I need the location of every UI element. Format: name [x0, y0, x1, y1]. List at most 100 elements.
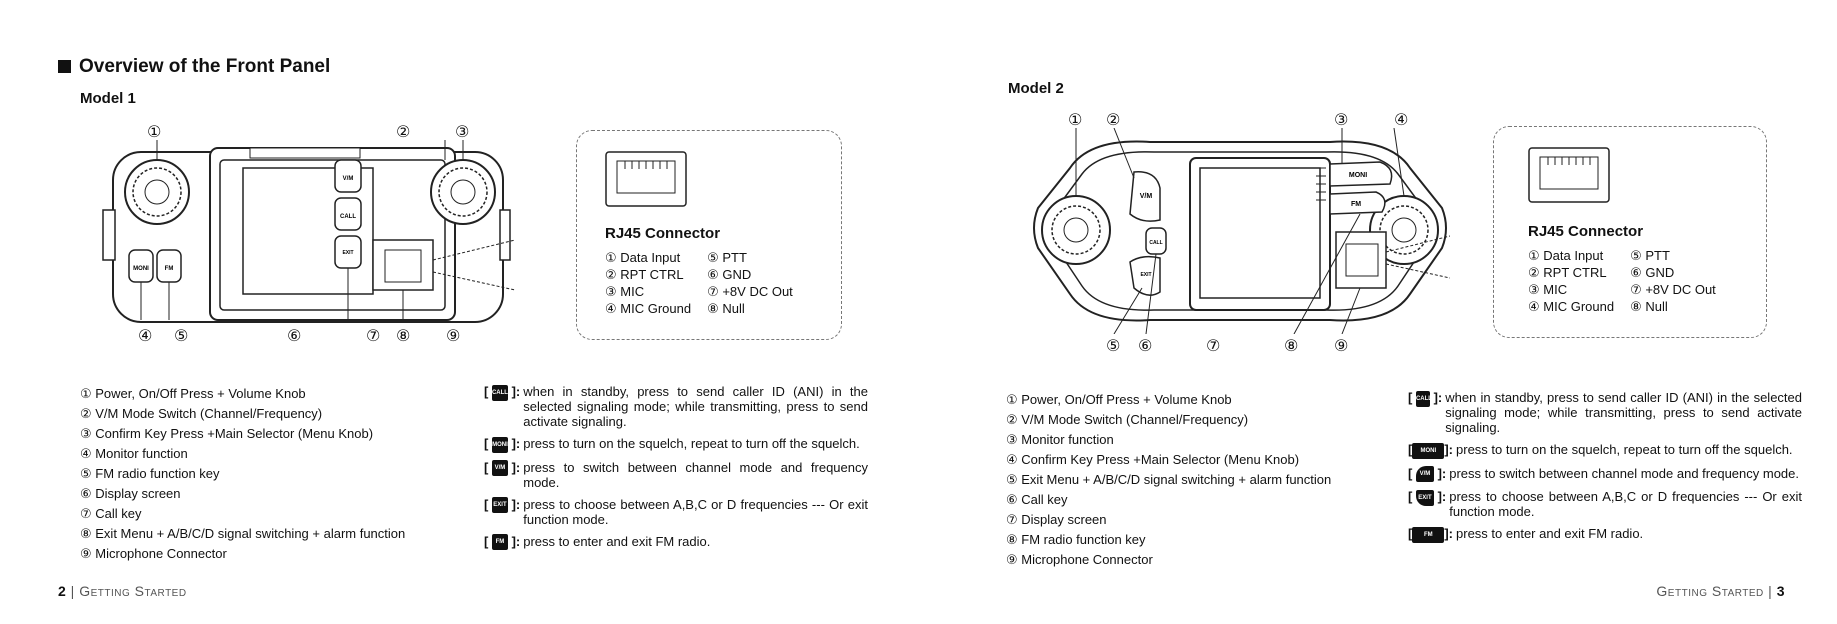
fm-key-icon: FM [1412, 526, 1445, 543]
legend-item: ⑤ FM radio function key [80, 466, 220, 481]
page-number: 2 [58, 583, 67, 599]
key-description: [ V/M ]: press to switch between channel… [484, 459, 868, 490]
call-key-icon: CALL [491, 384, 508, 401]
model-2-key-descriptions: [ CALL ]: when in standby, press to send… [1408, 390, 1802, 550]
key-description: [ MONI ]: press to turn on the squelch, … [484, 436, 860, 453]
svg-text:FM: FM [165, 266, 174, 272]
square-bullet-icon [58, 60, 71, 73]
callout-9: ⑨ [446, 328, 461, 345]
svg-text:FM: FM [1351, 201, 1361, 208]
legend-item: ⑥ Display screen [80, 486, 181, 501]
callout-4: ④ [1394, 112, 1409, 129]
callout-1: ① [147, 124, 162, 141]
legend-item: ④ Monitor function [80, 446, 188, 461]
model-1-front-panel-diagram: MONI FM V/M CALL EXIT [95, 140, 515, 330]
rj45-jack-icon [605, 151, 687, 207]
pin-6: ⑥ GND [1630, 265, 1675, 280]
rj45-jack-icon [1528, 147, 1610, 203]
legend-item: ③ Confirm Key Press +Main Selector (Menu… [80, 426, 374, 441]
legend-item: ⑧ Exit Menu + A/B/C/D signal switching +… [80, 526, 406, 541]
svg-text:V/M: V/M [343, 176, 354, 182]
callout-3: ③ [455, 124, 470, 141]
rj45-title: RJ45 Connector [605, 225, 721, 242]
callout-6: ⑥ [1138, 338, 1153, 355]
callout-5: ⑤ [1106, 338, 1121, 355]
model-1-legend: ① Power, On/Off Press + Volume Knob ② V/… [80, 384, 405, 564]
footer-section-name: Getting Started [79, 583, 187, 599]
svg-text:EXIT: EXIT [342, 250, 353, 256]
fm-key-icon: FM [491, 534, 508, 551]
key-description: [ V/M ]: press to switch between channel… [1408, 465, 1799, 483]
pin-7: ⑦ +8V DC Out [707, 284, 793, 299]
pin-4: ④ MIC Ground [1528, 299, 1615, 314]
callout-5: ⑤ [174, 328, 189, 345]
legend-item: ① Power, On/Off Press + Volume Knob [80, 386, 306, 401]
pin-1: ① Data Input [605, 250, 681, 265]
key-description: [ CALL ]: when in standby, press to send… [484, 384, 868, 429]
legend-item: ⑤ Exit Menu + A/B/C/D signal switching +… [1006, 472, 1332, 487]
pin-2: ② RPT CTRL [1528, 265, 1607, 280]
callout-2: ② [396, 124, 411, 141]
pin-1: ① Data Input [1528, 248, 1604, 263]
pin-7: ⑦ +8V DC Out [1630, 282, 1716, 297]
pin-8: ⑧ Null [707, 301, 745, 316]
legend-item: ① Power, On/Off Press + Volume Knob [1006, 392, 1232, 407]
key-description: [MONI]: press to turn on the squelch, re… [1408, 442, 1793, 459]
pin-5: ⑤ PTT [707, 250, 747, 265]
exit-key-icon: EXIT [1415, 489, 1434, 506]
pin-3: ③ MIC [605, 284, 645, 299]
page-number: 3 [1776, 583, 1785, 599]
svg-text:CALL: CALL [340, 214, 356, 220]
footer-section-name: Getting Started [1656, 583, 1764, 599]
rj45-pin-list: ① Data Input ⑤ PTT ② RPT CTRL ⑥ GND ③ MI… [605, 249, 793, 317]
svg-text:MONI: MONI [1349, 172, 1367, 179]
rj45-pin-list: ① Data Input ⑤ PTT ② RPT CTRL ⑥ GND ③ MI… [1528, 247, 1716, 315]
page-footer-right: Getting Started | 3 [1656, 583, 1785, 599]
model-1-title: Model 1 [80, 90, 136, 107]
section-heading: Overview of the Front Panel [58, 56, 330, 78]
callout-7: ⑦ [1206, 338, 1221, 355]
pin-2: ② RPT CTRL [605, 267, 684, 282]
svg-text:V/M: V/M [1140, 193, 1153, 200]
legend-item: ⑧ FM radio function key [1006, 532, 1146, 547]
vm-key-icon: V/M [1415, 466, 1434, 483]
svg-text:CALL: CALL [1149, 240, 1162, 246]
callout-9: ⑨ [1334, 338, 1349, 355]
exit-key-icon: EXIT [491, 497, 508, 514]
callout-6: ⑥ [287, 328, 302, 345]
pin-5: ⑤ PTT [1630, 248, 1670, 263]
callout-8: ⑧ [1284, 338, 1299, 355]
pin-8: ⑧ Null [1630, 299, 1668, 314]
key-description: [ EXIT ]: press to choose between A,B,C … [1408, 489, 1802, 520]
model-2-title: Model 2 [1008, 80, 1064, 97]
callout-7: ⑦ [366, 328, 381, 345]
model-1-key-descriptions: [ CALL ]: when in standby, press to send… [484, 384, 868, 557]
model-2-front-panel-diagram: V/M CALL EXIT MONI FM [1030, 128, 1450, 334]
key-description: [ EXIT ]: press to choose between A,B,C … [484, 496, 868, 527]
legend-item: ⑦ Call key [80, 506, 142, 521]
model-2-legend: ① Power, On/Off Press + Volume Knob ② V/… [1006, 390, 1331, 570]
legend-item: ③ Monitor function [1006, 432, 1114, 447]
section-title: Overview of the Front Panel [79, 56, 331, 77]
legend-item: ⑨ Microphone Connector [1006, 552, 1153, 567]
key-description: [FM]: press to enter and exit FM radio. [1408, 526, 1644, 543]
svg-text:MONI: MONI [133, 266, 149, 272]
rj45-title: RJ45 Connector [1528, 223, 1644, 240]
pin-3: ③ MIC [1528, 282, 1568, 297]
moni-key-icon: MONI [1412, 442, 1445, 459]
callout-1: ① [1068, 112, 1083, 129]
legend-item: ⑥ Call key [1006, 492, 1068, 507]
callout-3: ③ [1334, 112, 1349, 129]
svg-text:EXIT: EXIT [1140, 272, 1151, 278]
callout-2: ② [1106, 112, 1121, 129]
rj45-connector-box: RJ45 Connector ① Data Input ⑤ PTT ② RPT … [576, 130, 842, 340]
legend-item: ⑨ Microphone Connector [80, 546, 227, 561]
pin-6: ⑥ GND [707, 267, 752, 282]
key-description: [ FM ]: press to enter and exit FM radio… [484, 533, 711, 551]
call-key-icon: CALL [1415, 390, 1432, 407]
legend-item: ⑦ Display screen [1006, 512, 1107, 527]
legend-item: ② V/M Mode Switch (Channel/Frequency) [80, 406, 323, 421]
vm-key-icon: V/M [491, 460, 508, 477]
pin-4: ④ MIC Ground [605, 301, 692, 316]
moni-key-icon: MONI [491, 436, 508, 453]
